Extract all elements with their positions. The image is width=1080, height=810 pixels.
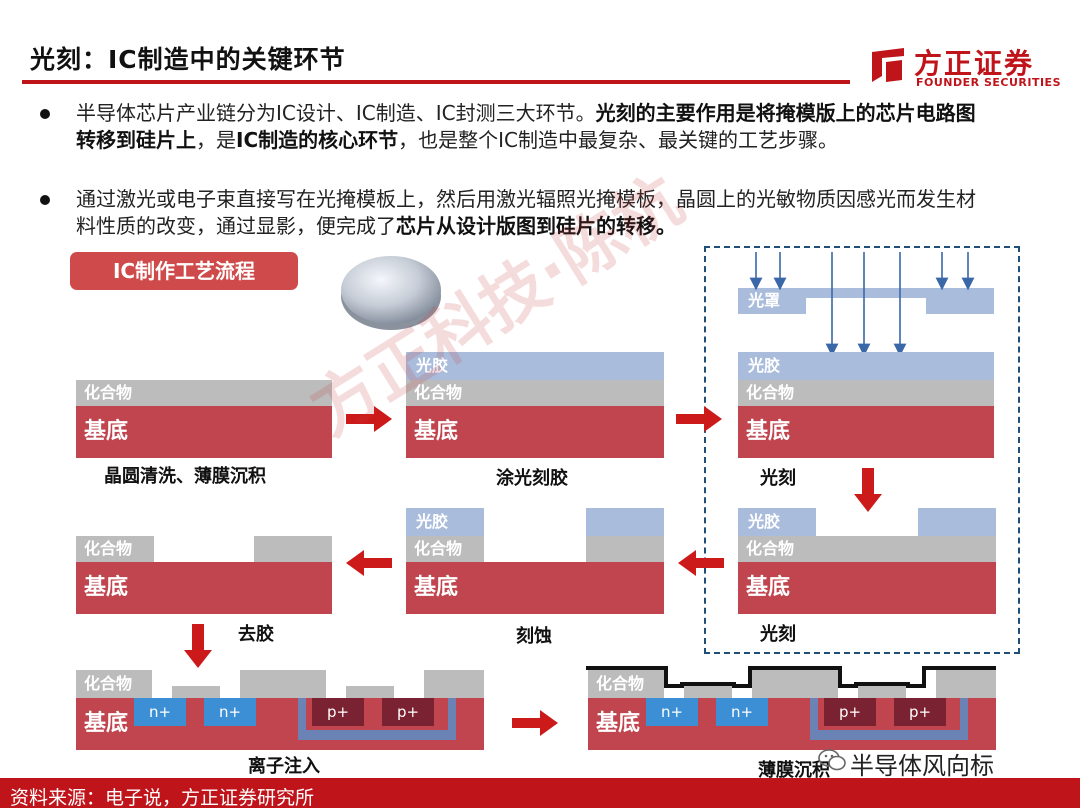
deposited-film (586, 666, 996, 688)
p-region: p+ (824, 698, 876, 726)
photoresist-layer: 光胶 (738, 352, 994, 380)
bullet-1-part-1: 半导体芯片产业链分为IC设计、IC制造、IC封测三大环节。 (76, 101, 596, 125)
bullet-1-part-2: 光刻的主要作用是将掩模版上的芯片电路图转移到硅片上 (76, 101, 976, 152)
bullet-2-part-1: 通过激光或电子束直接写在光掩模板上，然后用激光辐照光掩模板，晶圆上的光敏物质因感… (76, 187, 976, 238)
compound-layer: 化合物 (76, 380, 332, 406)
substrate-layer: 基底 (76, 406, 332, 458)
arrow-right-icon (676, 406, 722, 432)
n-region: n+ (716, 698, 768, 726)
step-caption-2: 涂光刻胶 (496, 468, 568, 489)
bullet-1-part-3: ，是 (196, 128, 236, 152)
step-caption-5: 刻蚀 (516, 626, 552, 647)
substrate-layer: 基底 (738, 406, 994, 458)
bullet-1-text: 半导体芯片产业链分为IC设计、IC制造、IC封测三大环节。光刻的主要作用是将掩模… (76, 100, 990, 154)
photoresist-segment: 光胶 (738, 508, 816, 536)
bullet-1-part-4: IC制造的核心环节 (236, 128, 399, 152)
light-rays-icon (749, 252, 975, 352)
step-caption-1: 晶圆清洗、薄膜沉积 (104, 466, 266, 487)
step-caption-8: 薄膜沉积 (758, 760, 830, 781)
step-caption-3: 光刻 (760, 468, 796, 489)
compound-stub (684, 686, 732, 698)
compound-segment (936, 670, 996, 698)
photomask-bridge (806, 288, 926, 298)
compound-segment (254, 536, 332, 562)
p-region: p+ (312, 698, 364, 726)
logo-text-en: FOUNDER SECURITIES (916, 76, 1061, 89)
n-region: n+ (204, 698, 256, 726)
arrow-down-icon (854, 468, 882, 512)
p-region: p+ (894, 698, 946, 726)
n-region: n+ (646, 698, 698, 726)
photoresist-segment (918, 508, 996, 536)
photomask-segment: 光罩 (738, 288, 806, 314)
bullet-dot-icon (40, 109, 50, 119)
footer-bar (0, 778, 1080, 808)
arrow-left-icon (678, 550, 724, 576)
n-region: n+ (134, 698, 186, 726)
step-caption-7: 离子注入 (248, 756, 320, 777)
substrate-layer: 基底 (738, 562, 996, 614)
title-underline (22, 80, 850, 84)
p-region: p+ (382, 698, 434, 726)
bullet-2-text: 通过激光或电子束直接写在光掩模板上，然后用激光辐照光掩模板，晶圆上的光敏物质因感… (76, 186, 990, 240)
lithography-highlight-box (704, 246, 1020, 654)
compound-stub (858, 686, 906, 698)
arrow-down-icon (184, 624, 212, 668)
compound-layer: 化合物 (406, 380, 664, 406)
wechat-account-name: 半导体风向标 (850, 752, 994, 780)
bullet-2-part-2: 芯片从设计版图到硅片的转移。 (396, 214, 676, 238)
arrow-right-icon (512, 710, 558, 736)
bullet-1: 半导体芯片产业链分为IC设计、IC制造、IC封测三大环节。光刻的主要作用是将掩模… (40, 100, 990, 154)
founder-logo-icon (872, 48, 904, 82)
compound-segment (586, 536, 664, 562)
substrate-layer: 基底 (406, 562, 664, 614)
arrow-right-icon (346, 406, 392, 432)
wechat-icon (818, 749, 846, 771)
bullet-1-part-5: ，也是整个IC制造中最复杂、最关键的工艺步骤。 (398, 128, 838, 152)
compound-segment: 化合物 (76, 536, 154, 562)
compound-layer: 化合物 (738, 536, 996, 562)
source-note: 资料来源：电子说，方正证券研究所 (10, 787, 315, 809)
compound-segment (752, 670, 838, 698)
compound-stub (172, 686, 220, 698)
arrow-left-icon (346, 550, 392, 576)
photoresist-layer: 光胶 (406, 352, 664, 380)
compound-layer: 化合物 (738, 380, 994, 406)
bullet-2: 通过激光或电子束直接写在光掩模板上，然后用激光辐照光掩模板，晶圆上的光敏物质因感… (40, 186, 990, 240)
compound-segment: 化合物 (588, 670, 664, 698)
logo-text-cn: 方正证券 (914, 47, 1035, 80)
compound-segment (240, 670, 326, 698)
substrate-layer: 基底 (406, 406, 664, 458)
compound-stub (346, 686, 394, 698)
page-title: 光刻：IC制造中的关键环节 (30, 45, 346, 74)
compound-segment: 化合物 (406, 536, 484, 562)
compound-segment (424, 670, 484, 698)
substrate-layer: 基底 (76, 562, 332, 614)
step-caption-6: 去胶 (238, 624, 274, 645)
photomask-segment (926, 288, 994, 314)
photoresist-segment (586, 508, 664, 536)
bullet-dot-icon (40, 195, 50, 205)
step-caption-4: 光刻 (760, 624, 796, 645)
wafer-icon (341, 256, 441, 330)
photoresist-segment: 光胶 (406, 508, 484, 536)
compound-segment: 化合物 (76, 670, 152, 698)
flow-label: IC制作工艺流程 (70, 252, 298, 290)
